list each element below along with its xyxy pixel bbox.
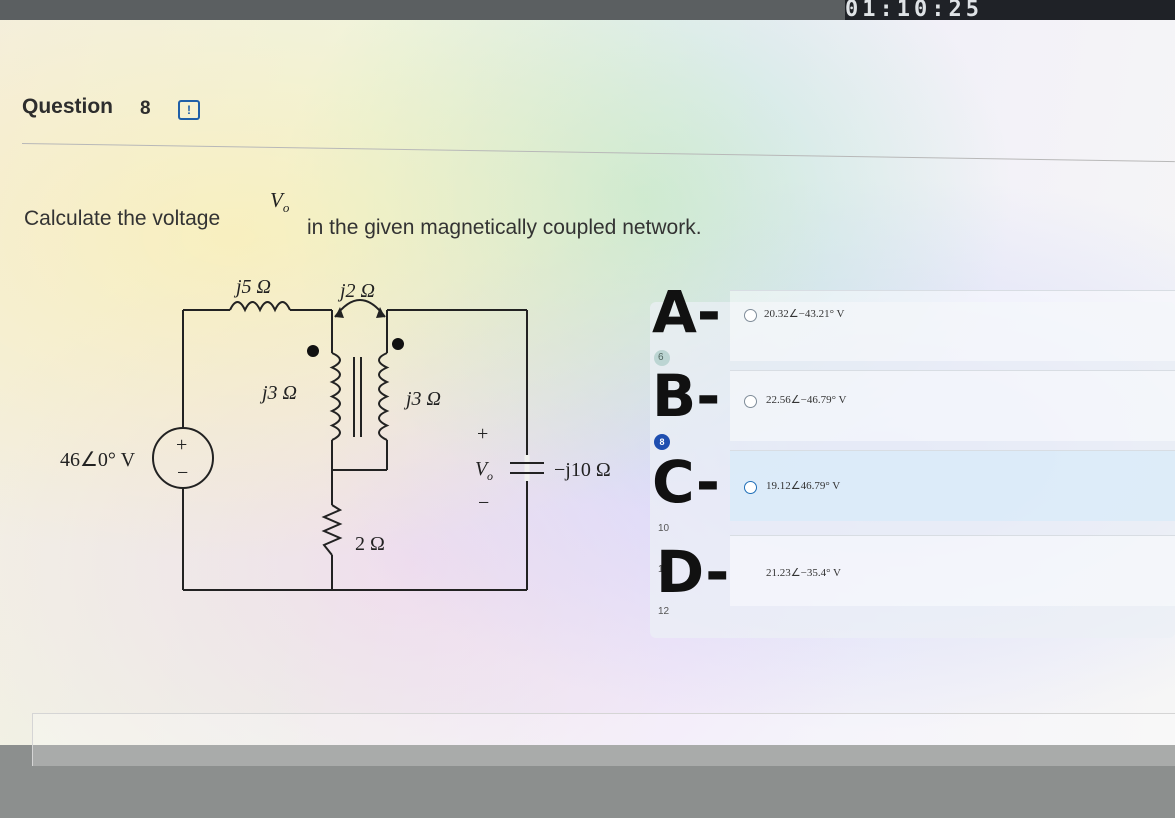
side-number: 10 (658, 523, 670, 534)
mutual-label: j2 Ω (337, 280, 375, 302)
question-number: 8 (140, 98, 151, 119)
choice-option-a[interactable]: 20.32∠−43.21° V (730, 290, 1175, 361)
vo-minus: − (478, 492, 489, 514)
choice-option-b[interactable]: 22.56∠−46.79° V (730, 370, 1175, 441)
source-minus: − (177, 462, 188, 484)
question-screen: Question 8 ! Calculate the voltage Vo in… (0, 20, 1175, 766)
choice-text-b: 22.56∠−46.79° V (766, 394, 847, 406)
report-icon[interactable]: ! (178, 100, 200, 120)
inductor-l2 (329, 352, 341, 441)
resistor-2ohm (321, 504, 343, 556)
prompt-variable-main: V (270, 188, 283, 212)
choice-text-c: 19.12∠46.79° V (766, 480, 841, 492)
voltage-source-symbol (152, 427, 214, 489)
l2-label: j3 Ω (259, 382, 297, 404)
prompt-text-after: in the given magnetically coupled networ… (307, 216, 702, 239)
vo-label-sub: o (487, 469, 493, 483)
prompt-text-before: Calculate the voltage (24, 207, 221, 230)
radio-button-c[interactable] (744, 481, 757, 494)
prompt-variable-sub: o (282, 200, 290, 216)
polarity-dot-right (392, 338, 404, 350)
source-label: 46∠0° V (60, 449, 136, 471)
choice-letter-d: D- (656, 538, 730, 606)
vo-label: V (475, 458, 490, 480)
radio-button-a[interactable] (744, 309, 757, 322)
polarity-dot-left (307, 345, 319, 357)
answer-area (32, 713, 1175, 766)
choice-text-a: 20.32∠−43.21° V (764, 308, 845, 320)
inductor-l1 (229, 301, 291, 313)
side-number: 6 (658, 352, 664, 363)
capacitor-label: −j10 Ω (554, 459, 611, 481)
question-label: Question (22, 95, 114, 118)
side-badge-current: 8 (654, 434, 670, 450)
radio-button-b[interactable] (744, 395, 757, 408)
divider (21, 143, 1175, 163)
choice-letter-c: C- (652, 448, 720, 516)
choice-letter-b: B- (652, 362, 721, 430)
side-badge (654, 350, 670, 366)
l1-label: j5 Ω (233, 276, 271, 298)
circuit-diagram: + − 46∠0° V j5 Ω j2 Ω j3 Ω j3 Ω 2 Ω −j10… (60, 276, 611, 591)
side-number: 1 (658, 564, 664, 575)
prompt-variable: Vo (270, 188, 289, 216)
choice-option-d[interactable]: 21.23∠−35.4° V (730, 535, 1175, 606)
side-number: 12 (658, 606, 670, 617)
source-plus: + (176, 434, 187, 456)
inductor-l3 (378, 352, 390, 441)
vo-plus: + (477, 423, 488, 445)
choice-letter-a: A- (652, 278, 721, 346)
choice-text-d: 21.23∠−35.4° V (766, 567, 841, 579)
resistor-label: 2 Ω (355, 533, 385, 555)
choice-option-c[interactable]: 19.12∠46.79° V (730, 450, 1175, 521)
l3-label: j3 Ω (403, 388, 441, 410)
